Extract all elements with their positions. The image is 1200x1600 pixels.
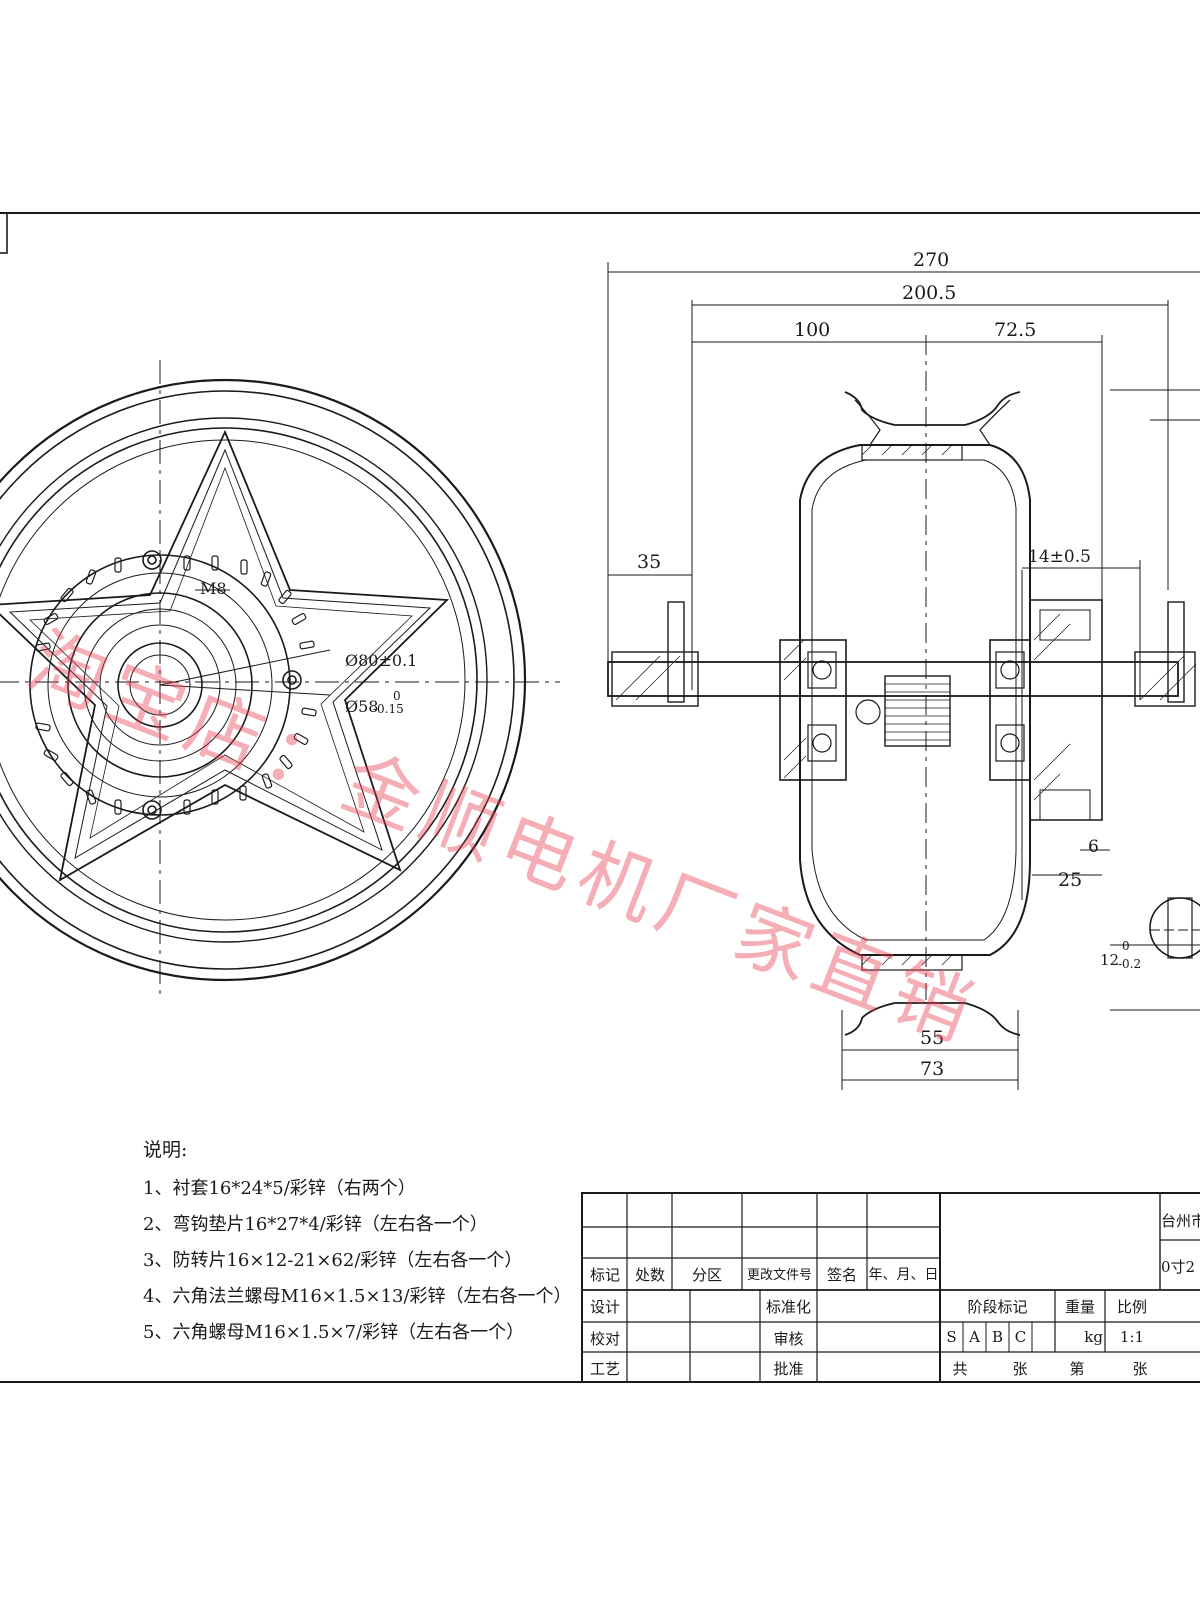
dim-body-200-5: 200.5 xyxy=(902,282,956,304)
title-block-grid xyxy=(581,1192,1200,1383)
tb-pizhun: 批准 xyxy=(773,1360,804,1378)
tb-di: 第 xyxy=(1069,1360,1085,1378)
dim-bore-58-tol-upper: 0 xyxy=(393,689,401,703)
notes-title: 说明: xyxy=(143,1139,188,1161)
tb-biaoji: 标记 xyxy=(589,1266,620,1284)
dim-flange-depth-25: 25 xyxy=(1058,869,1082,891)
tb-gongyi: 工艺 xyxy=(589,1360,620,1378)
tb-zhang-total: 张 xyxy=(1012,1360,1028,1378)
dim-flat-tol-upper: 0 xyxy=(1122,939,1130,953)
note-item-3: 3、防转片16×12-21×62/彩锌（左右各一个） xyxy=(143,1250,523,1271)
tb-jieduan: 阶段标记 xyxy=(967,1298,1028,1316)
tb-stage-c: C xyxy=(1014,1328,1027,1346)
note-item-2: 2、弯钩垫片16*27*4/彩锌（左右各一个） xyxy=(143,1214,488,1235)
tb-fenqu: 分区 xyxy=(691,1266,722,1284)
dim-thread-m8: M8 xyxy=(200,579,227,598)
dim-rim-inner-55: 55 xyxy=(920,1027,944,1049)
dim-bore-80: Ø80±0.1 xyxy=(345,651,417,670)
tb-kg: kg xyxy=(1084,1328,1103,1346)
section-view xyxy=(607,262,1200,1090)
tb-zhongliang: 重量 xyxy=(1064,1298,1095,1316)
tb-model: 0寸2 xyxy=(1161,1258,1196,1276)
tb-sheji: 设计 xyxy=(589,1298,620,1316)
tb-stage-a: A xyxy=(969,1328,980,1346)
tb-scale-value: 1:1 xyxy=(1119,1328,1145,1346)
tb-qianming: 签名 xyxy=(826,1266,857,1284)
dim-rim-outer-73: 73 xyxy=(920,1058,944,1080)
tb-gong: 共 xyxy=(952,1360,968,1378)
notes-block: 说明: 1、衬套16*24*5/彩锌（右两个） 2、弯钩垫片16*27*4/彩锌… xyxy=(143,1135,583,1351)
dim-overall-270: 270 xyxy=(913,249,949,271)
tb-jiaodui: 校对 xyxy=(589,1330,620,1348)
note-item-1: 1、衬套16*24*5/彩锌（右两个） xyxy=(143,1178,416,1199)
tb-stage-s: S xyxy=(946,1328,957,1346)
dim-bolt-offset-6: 6 xyxy=(1088,837,1099,857)
dim-flat-tol-lower: -0.2 xyxy=(1118,957,1141,971)
tb-date: 年、月、日 xyxy=(868,1267,939,1283)
tb-bili: 比例 xyxy=(1116,1298,1147,1316)
note-item-4: 4、六角法兰螺母M16×1.5×13/彩锌（左右各一个） xyxy=(143,1286,572,1307)
dim-left-100: 100 xyxy=(794,319,830,341)
tb-biaozhunhua: 标准化 xyxy=(765,1298,811,1316)
note-item-5: 5、六角螺母M16×1.5×7/彩锌（左右各一个） xyxy=(143,1322,525,1343)
dim-right-72-5: 72.5 xyxy=(994,319,1036,341)
tb-stage-b: B xyxy=(991,1328,1004,1346)
tb-zhang-current: 张 xyxy=(1132,1360,1148,1378)
tb-company: 台州市 xyxy=(1161,1212,1200,1230)
dim-axle-end-35: 35 xyxy=(637,551,661,573)
tb-shenhe: 审核 xyxy=(773,1330,804,1348)
dim-bore-58: Ø58 xyxy=(345,697,378,716)
front-view xyxy=(0,360,560,1000)
tb-gengai: 更改文件号 xyxy=(746,1268,812,1283)
dim-flange-offset: 14±0.5 xyxy=(1028,547,1091,567)
dim-bore-58-tol-lower: -0.15 xyxy=(373,702,404,716)
tb-chushu: 处数 xyxy=(634,1266,665,1284)
dim-flat-width: 12 xyxy=(1100,951,1119,969)
